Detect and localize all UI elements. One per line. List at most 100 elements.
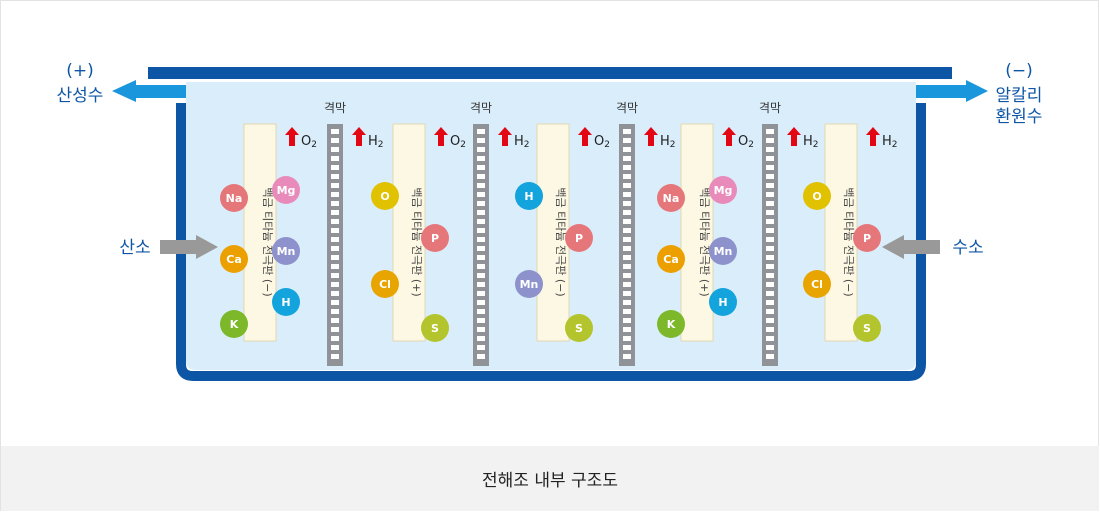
membrane-slot [766, 264, 774, 269]
left-input-label: 산소 [119, 238, 150, 258]
membrane-slot [766, 129, 774, 134]
ion-label: S [575, 322, 583, 335]
membrane-slot [766, 354, 774, 359]
membrane-slot [623, 309, 631, 314]
electrode-label: 백금 티타늄 전극판 (−) [842, 187, 855, 296]
membrane-slot [766, 210, 774, 215]
membrane-slot [331, 255, 339, 260]
left-output-arrow-shaft [132, 85, 186, 98]
membrane-slot [623, 156, 631, 161]
membrane-slot [331, 156, 339, 161]
membrane-label: 격막 [759, 101, 781, 115]
ion-label: O [380, 190, 389, 203]
ion-label: S [431, 322, 439, 335]
membrane-slot [623, 318, 631, 323]
ion-label: Ca [663, 253, 679, 266]
membrane-slot [623, 291, 631, 296]
right-output-arrow-shaft [916, 85, 972, 98]
ion-circle [515, 270, 543, 298]
left-output-label: 산성수 [57, 86, 104, 106]
gas-label: O2 [450, 134, 466, 150]
left-output-sign: (+) [66, 61, 94, 81]
membrane-slot [766, 327, 774, 332]
membrane-slot [477, 201, 485, 206]
membrane-slot [331, 192, 339, 197]
membrane-slot [766, 147, 774, 152]
membrane-slot [623, 165, 631, 170]
gas-label: O2 [594, 134, 610, 150]
membrane-slot [623, 174, 631, 179]
membrane-slot [623, 210, 631, 215]
membrane-slot [477, 138, 485, 143]
ion-label: Cl [811, 278, 823, 291]
membrane-slot [766, 138, 774, 143]
ion-label: Mn [277, 245, 296, 258]
ion-circle [657, 245, 685, 273]
membrane-label: 격막 [324, 101, 346, 115]
membrane-slot [766, 237, 774, 242]
membrane-slot [477, 174, 485, 179]
membrane-slot [766, 246, 774, 251]
membrane-slot [623, 282, 631, 287]
membrane-slot [766, 192, 774, 197]
membrane-slot [766, 201, 774, 206]
gas-up-arrow-icon [434, 127, 448, 146]
membrane-slot [477, 309, 485, 314]
membrane-slot [623, 354, 631, 359]
membrane-slot [477, 237, 485, 242]
membrane-slot [331, 264, 339, 269]
electrode-label: 백금 티타늄 전극판 (−) [261, 187, 274, 296]
membrane-slot [477, 318, 485, 323]
membrane-slot [331, 318, 339, 323]
ion-label: Mn [714, 245, 733, 258]
right-output-label-1: 알칼리 [996, 86, 1043, 106]
membrane-slot [766, 336, 774, 341]
membrane-slot [766, 255, 774, 260]
ion-label: O [812, 190, 821, 203]
ion-circle [272, 176, 300, 204]
membrane-slot [766, 300, 774, 305]
membrane-slot [477, 228, 485, 233]
membrane-slot [331, 327, 339, 332]
membrane-slot [623, 201, 631, 206]
ion-label: Cl [379, 278, 391, 291]
membrane-slot [623, 192, 631, 197]
ion-label: S [863, 322, 871, 335]
gas-label: O2 [301, 134, 317, 150]
membrane-slot [477, 345, 485, 350]
electrode-plate [536, 123, 570, 342]
gas-label: H2 [882, 134, 898, 150]
membrane-slot [477, 147, 485, 152]
membrane-slot [331, 201, 339, 206]
gas-up-arrow-icon [352, 127, 366, 146]
caption-bar [1, 446, 1099, 511]
membrane-slot [331, 336, 339, 341]
membrane-slot [331, 309, 339, 314]
membrane-slot [331, 129, 339, 134]
membrane-slot [766, 345, 774, 350]
gas-up-arrow-icon [285, 127, 299, 146]
electrode-plate [680, 123, 714, 342]
figure-caption: 전해조 내부 구조도 [482, 471, 618, 491]
electrode-plate [243, 123, 277, 342]
ion-circle [371, 270, 399, 298]
membrane-slot [477, 156, 485, 161]
right-output-sign: (−) [1005, 61, 1033, 81]
left-input-arrow-icon [196, 235, 218, 259]
electrode-label: 백금 티타늄 전극판 (−) [554, 187, 567, 296]
gas-label: O2 [738, 134, 754, 150]
ion-circle [515, 182, 543, 210]
membrane-slot [331, 291, 339, 296]
membrane-slot [331, 210, 339, 215]
membrane-slot [331, 228, 339, 233]
membrane-slot [623, 138, 631, 143]
gas-up-arrow-icon [787, 127, 801, 146]
ion-label: Mg [277, 184, 296, 197]
electrode-label: 백금 티타늄 전극판 (+) [410, 187, 423, 296]
membrane-slot [766, 219, 774, 224]
membrane-slot [477, 192, 485, 197]
electrode-plate [392, 123, 426, 342]
gas-label: H2 [660, 134, 676, 150]
ion-label: P [863, 232, 871, 245]
